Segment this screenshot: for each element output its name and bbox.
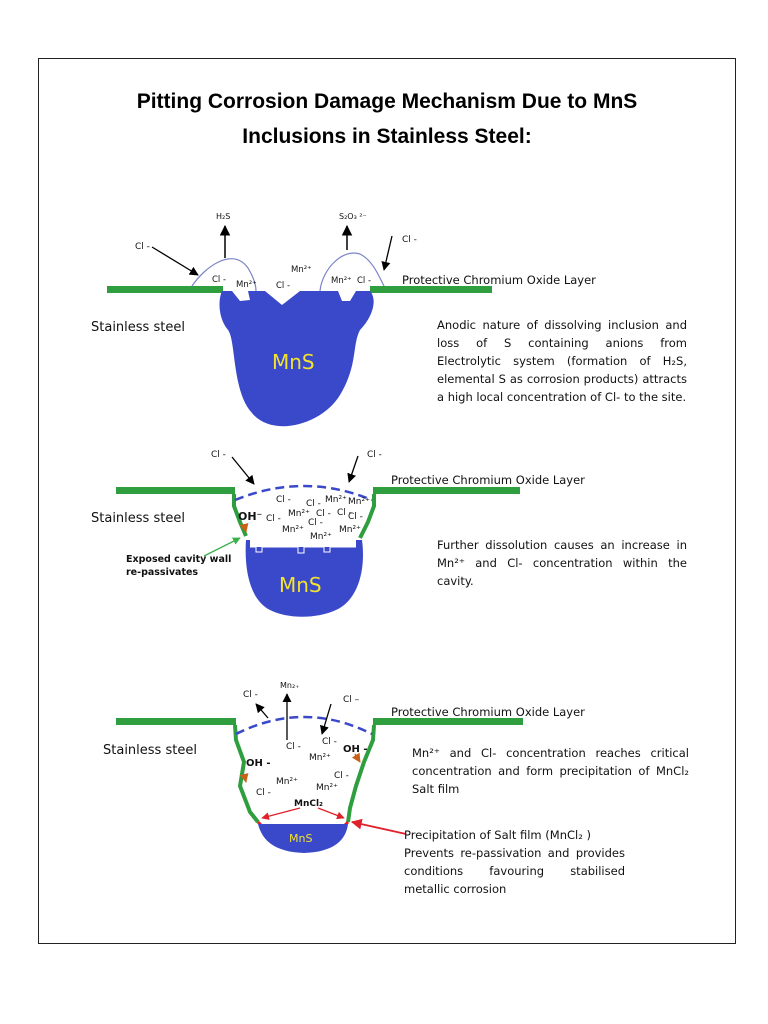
mncl2-label: MnCl₂ (294, 799, 323, 809)
cl-arrow-left (151, 246, 199, 276)
mns-inclusion-2 (245, 540, 363, 617)
cavity-wall-right (346, 724, 376, 823)
ion: Cl - (306, 499, 321, 509)
mns-label-3: MnS (289, 832, 312, 845)
cl-inner-left: Cl - (212, 275, 226, 285)
cl-label-right: Cl - (402, 235, 417, 245)
cl-out-arrow (255, 703, 269, 719)
ion: Cl - (256, 788, 271, 798)
oxide-layer-label-1: Protective Chromium Oxide Layer (402, 273, 596, 287)
oh-label: OH⁻ (238, 510, 263, 523)
ion: Cl - (266, 514, 281, 524)
dissolution-dome-right (319, 252, 385, 292)
dissolution-dome-left (191, 258, 257, 292)
stage-1: H₂S S₂O₃ ²⁻ Cl - Cl - Cl - Mn²⁺ Cl - Mn²… (91, 212, 596, 427)
mns-inclusion-1 (219, 291, 374, 427)
passive-film-dashed (235, 715, 373, 736)
s2o3-label: S₂O₃ ²⁻ (339, 212, 367, 221)
oh-arrow-right (351, 752, 361, 763)
ion: Cl - (276, 495, 291, 505)
ion: Mn²⁺ (309, 753, 331, 763)
ion: Cl - (348, 512, 363, 522)
cl-inner-right: Cl - (357, 276, 371, 286)
stage-1-description: Anodic nature of dissolving inclusion an… (437, 318, 687, 404)
ion: Mn²⁺ (310, 532, 332, 542)
oxide-layer-left (116, 718, 236, 725)
mn-right: Mn²⁺ (331, 276, 352, 286)
ion: Mn²⁺ (325, 495, 347, 505)
ion: Cl - (334, 771, 349, 781)
cl-arrow-right (347, 455, 359, 483)
mn-left: Mn²⁺ (236, 280, 257, 290)
stage-2: Cl - Cl - Protective Chromium Oxide Laye… (91, 450, 585, 617)
ion: Mn²⁺ (339, 525, 361, 535)
stainless-steel-label-1: Stainless steel (91, 320, 185, 335)
cavity-wall-right (358, 494, 376, 539)
stainless-steel-label-2: Stainless steel (91, 511, 185, 526)
mns-label-2: MnS (279, 573, 322, 597)
cl-arrow-right (381, 235, 393, 271)
ion: Cl - (286, 742, 301, 752)
oxide-layer-right (373, 718, 523, 725)
cl-label-right: Cl - (367, 450, 382, 460)
cl-in-arrow (319, 703, 332, 735)
salt-arrow-right (317, 807, 345, 820)
passive-film-dashed (234, 484, 373, 502)
ion: Mn²⁺ (282, 525, 304, 535)
oh-label-left: OH - (246, 758, 271, 769)
cl-label-left: Cl - (211, 450, 226, 460)
oh-arrow-left (239, 773, 249, 783)
ion: Mn²⁺ (276, 777, 298, 787)
ion: Cl - (316, 509, 331, 519)
oxide-layer-right (370, 286, 492, 293)
mns-label-1: MnS (272, 350, 315, 374)
oxide-layer-label-2: Protective Chromium Oxide Layer (391, 473, 585, 487)
mns-inclusion-3 (258, 824, 348, 853)
ion: Cl - (337, 508, 352, 518)
h2s-label: H₂S (216, 212, 230, 221)
inclusion-notch (265, 291, 300, 305)
cl-arrow-left (231, 456, 255, 485)
exposed-wall-label-2: re-passivates (126, 567, 198, 578)
stage-3: Mn₂₊ Cl - Cl – Protective Chromium Oxide… (103, 681, 585, 853)
stage-3-description: Mn²⁺ and Cl- concentration reaches criti… (412, 746, 689, 796)
ion: Cl - (322, 737, 337, 747)
precipitation-description: Prevents re-passivation and provides con… (404, 846, 625, 896)
oxide-layer-left (116, 487, 235, 494)
cl-center: Cl - (276, 281, 290, 291)
ion: Mn²⁺ (288, 509, 310, 519)
salt-arrow-left (261, 807, 301, 820)
stainless-steel-label-3: Stainless steel (103, 743, 197, 758)
cl-label-left: Cl - (135, 242, 150, 252)
exposed-wall-label-1: Exposed cavity wall (126, 554, 231, 565)
cl-in-label: Cl – (343, 695, 360, 705)
diagram-title-line-1: Pitting Corrosion Damage Mechanism Due t… (136, 90, 638, 113)
inclusion-crenellation (250, 546, 356, 554)
oxide-layer-left (107, 286, 223, 293)
precipitation-title: Precipitation of Salt film (MnCl₂ ) (404, 828, 591, 842)
oh-label-right: OH - (343, 744, 368, 755)
oxide-layer-label-3: Protective Chromium Oxide Layer (391, 705, 585, 719)
mn-out-label: Mn₂₊ (280, 681, 299, 690)
cl-out-label: Cl - (243, 690, 258, 700)
ion: Cl - (308, 518, 323, 528)
precipitation-arrow (350, 818, 407, 835)
oh-arrow (239, 523, 249, 533)
diagram-title-line-2: Inclusions in Stainless Steel: (242, 125, 532, 148)
diagram-frame (38, 58, 736, 944)
stage-2-description: Further dissolution causes an increase i… (437, 538, 687, 588)
ion: Mn²⁺ (316, 783, 338, 793)
exposed-wall-arrow (203, 537, 241, 557)
mn-top: Mn²⁺ (291, 265, 312, 275)
cavity-wall-left (233, 724, 260, 824)
ion: Mn²⁺ (348, 497, 370, 507)
oxide-layer-right (373, 487, 520, 494)
